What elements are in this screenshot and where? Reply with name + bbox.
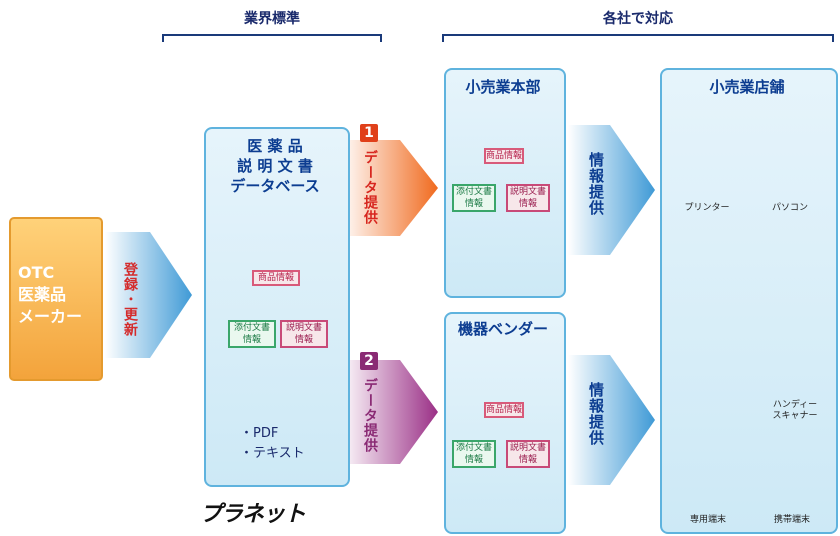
hq-card-product-info: 商品情報 [484, 148, 524, 164]
vendor-panel [444, 312, 566, 534]
header-each-company: 各社で対応 [603, 11, 673, 27]
manufacturer-box [9, 217, 103, 381]
register-update-label: 登録･更新 [122, 262, 138, 337]
pc-label: パソコン [771, 203, 808, 213]
info-provide-label-1: 情報提供 [587, 152, 605, 216]
hq-card-explain-doc-info: 説明文書情報 [506, 184, 550, 212]
info-provide-label-2: 情報提供 [587, 382, 605, 446]
db-card-insert-doc-info: 添付文書情報 [228, 320, 276, 348]
bracket-each-company [442, 34, 834, 42]
kiosk-label: 専用端末 [689, 515, 726, 525]
mobile-label: 携帯端末 [773, 515, 810, 525]
database-formats: ・PDF ・テキスト [240, 424, 305, 464]
planet-logo: プラネット [200, 502, 306, 527]
flow-label-1: データ提供 [362, 150, 378, 225]
register-arrow [105, 232, 192, 358]
info-arrow-1 [568, 125, 655, 255]
retail-hq-title: 小売業本部 [465, 78, 541, 96]
info-arrow-2 [568, 355, 655, 485]
database-title: 医 薬 品 説 明 文 書 データベース [204, 136, 346, 196]
flow-number-1: 1 [360, 124, 378, 142]
format-pdf: ・PDF [240, 426, 279, 441]
hq-card-insert-doc-info: 添付文書情報 [452, 184, 496, 212]
database-title-line2: 説 明 文 書 [237, 157, 313, 175]
manufacturer-line1: OTC [18, 263, 55, 282]
manufacturer-line3: メーカー [18, 307, 83, 326]
vendor-card-explain-doc-info: 説明文書情報 [506, 440, 550, 468]
manufacturer-label: OTC 医薬品 メーカー [18, 262, 98, 328]
flow-label-2: データ提供 [362, 378, 378, 453]
flow-arrow-2 [340, 360, 438, 464]
retail-store-title: 小売業店舗 [709, 78, 785, 96]
header-industry-standard: 業界標準 [244, 11, 300, 27]
scanner-label: ハンディー スキャナー [772, 400, 818, 421]
retail-store-panel [660, 68, 838, 534]
bracket-industry-standard [162, 34, 382, 42]
database-panel [204, 127, 350, 487]
manufacturer-line2: 医薬品 [18, 285, 67, 304]
flow-arrow-1 [340, 140, 438, 236]
printer-label: プリンター [684, 203, 730, 213]
vendor-card-product-info: 商品情報 [484, 402, 524, 418]
format-text: ・テキスト [240, 446, 305, 461]
db-card-product-info: 商品情報 [252, 270, 300, 286]
db-card-explain-doc-info: 説明文書情報 [280, 320, 328, 348]
database-title-line1: 医 薬 品 [247, 137, 303, 155]
flow-number-2: 2 [360, 352, 378, 370]
database-title-line3: データベース [230, 177, 320, 195]
retail-hq-panel [444, 68, 566, 298]
vendor-card-insert-doc-info: 添付文書情報 [452, 440, 496, 468]
vendor-title: 機器ベンダー [457, 320, 548, 338]
